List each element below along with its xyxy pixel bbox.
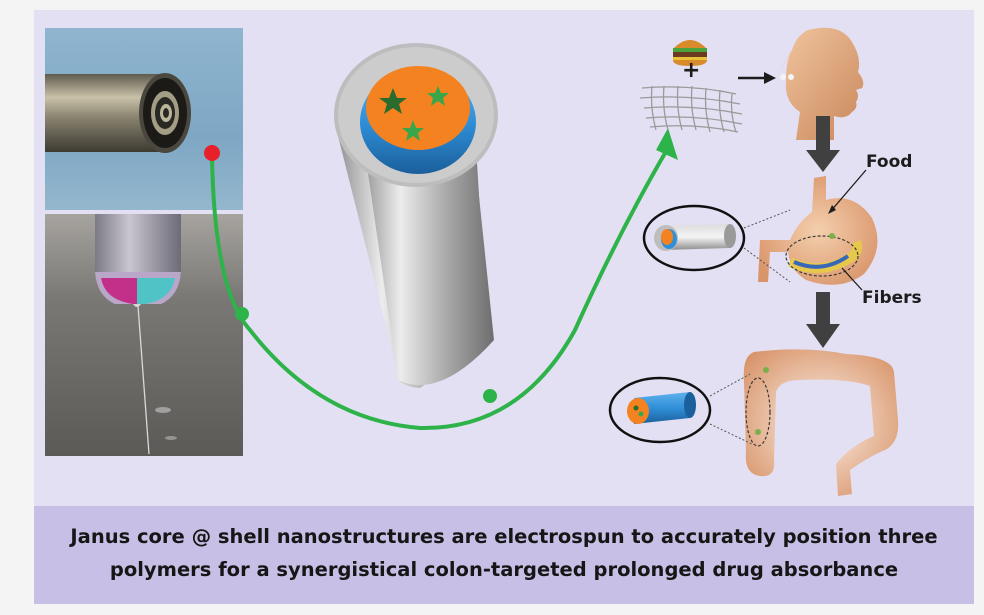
plus-label: + [682,58,701,83]
caption-band [34,506,974,604]
waypoint-dot [235,307,249,321]
down-arrow-icon [806,292,840,348]
burger-icon [673,40,707,66]
food-pointer-head-icon [828,205,836,214]
magnified-fiber-icon [608,373,753,445]
process-arrow [210,146,670,431]
drug-star-icon [379,88,407,114]
magnified-fiber-icon [642,204,791,283]
taylor-cone-photo [45,214,243,456]
start-dot [204,145,220,161]
drug-star-icon [402,120,424,141]
process-arrow-head-icon [656,128,678,160]
janus-fiber-icon [334,43,498,388]
down-arrow-icon [806,116,840,172]
caption-line-1: Janus core @ shell nanostructures are el… [70,525,938,548]
fibers-pointer [841,267,863,291]
human-head-icon [776,27,864,140]
stomach-icon [758,176,878,285]
waypoint-dot [483,389,497,403]
to-mouth-arrowhead-icon [764,72,776,84]
food-label: Food [866,152,913,172]
caption: Janus core @ shell nanostructures are el… [34,520,974,586]
caption-line-2: polymers for a synergistical colon-targe… [109,558,899,581]
fibers-label: Fibers [862,288,922,308]
spinneret-photo [45,28,243,210]
colon-icon [743,349,899,496]
drug-star-icon [427,86,449,106]
food-pointer [829,169,867,213]
fiber-mesh-icon [639,85,743,133]
